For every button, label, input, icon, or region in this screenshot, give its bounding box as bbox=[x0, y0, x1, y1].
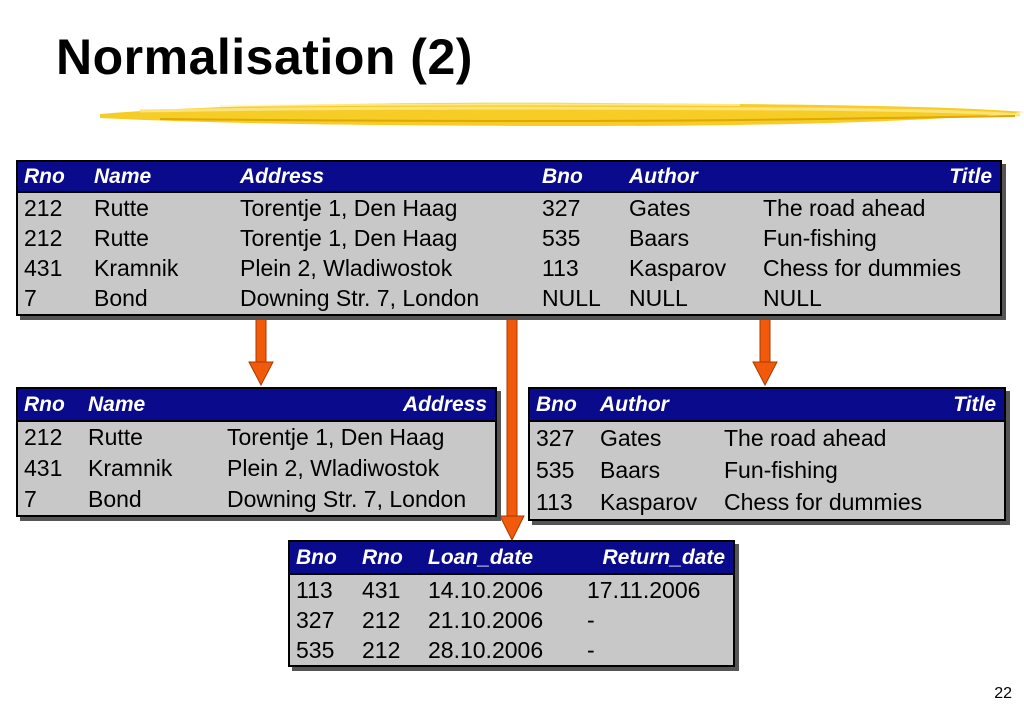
arrow-to-readers bbox=[248, 315, 274, 387]
arrow-to-books bbox=[752, 315, 778, 387]
original-table: Rno Name Address Bno Author Title 212 Ru… bbox=[16, 160, 1002, 316]
col-header: Title bbox=[757, 162, 1000, 193]
cell: 535 bbox=[542, 224, 581, 251]
table-row: 7 Bond Downing Str. 7, London bbox=[18, 484, 495, 515]
cell: 113 bbox=[536, 489, 573, 516]
table-row: 431 Kramnik Plein 2, Wladiwostok bbox=[18, 453, 495, 484]
cell: Rutte bbox=[94, 194, 149, 221]
cell: 431 bbox=[24, 455, 63, 482]
col-header: Return_date bbox=[581, 542, 733, 575]
col-header: Name bbox=[82, 389, 221, 422]
table-row: 327 Gates The road ahead bbox=[530, 421, 1004, 454]
col-header: Name bbox=[88, 162, 234, 193]
slide-title: Normalisation (2) bbox=[56, 29, 473, 85]
cell: Kramnik bbox=[88, 455, 173, 482]
cell: 17.11.2006 bbox=[587, 576, 701, 603]
cell: 113 bbox=[542, 255, 579, 282]
cell: 212 bbox=[24, 424, 63, 451]
loans-table: Bno Rno Loan_date Return_date 113 431 14… bbox=[288, 540, 735, 667]
table-row: 113 431 14.10.2006 17.11.2006 bbox=[290, 574, 733, 605]
cell: 7 bbox=[24, 285, 37, 312]
col-header: Address bbox=[221, 389, 495, 422]
cell: NULL bbox=[763, 285, 822, 312]
table-row: 431 Kramnik Plein 2, Wladiwostok 113 Kas… bbox=[18, 254, 1000, 284]
table-row: 535 212 28.10.2006 - bbox=[290, 635, 733, 665]
books-table: Bno Author Title 327 Gates The road ahea… bbox=[528, 387, 1006, 521]
table-row: 7 Bond Downing Str. 7, London NULL NULL … bbox=[18, 284, 1000, 314]
cell: 212 bbox=[362, 606, 401, 633]
cell: 113 bbox=[296, 576, 333, 603]
cell: Fun-fishing bbox=[724, 457, 838, 484]
col-header: Bno bbox=[536, 162, 623, 193]
table-row: 535 Baars Fun-fishing bbox=[530, 454, 1004, 486]
highlighter-stroke bbox=[100, 102, 1024, 126]
cell: Gates bbox=[600, 424, 662, 451]
cell: Rutte bbox=[88, 424, 143, 451]
cell: Kasparov bbox=[600, 489, 698, 516]
cell: Torentje 1, Den Haag bbox=[240, 224, 458, 251]
col-header: Bno bbox=[530, 389, 594, 422]
cell: Chess for dummies bbox=[724, 489, 923, 516]
cell: - bbox=[587, 636, 595, 663]
cell: 535 bbox=[296, 636, 335, 663]
cell: Kasparov bbox=[629, 255, 727, 282]
table-row: 327 212 21.10.2006 - bbox=[290, 605, 733, 635]
cell: 212 bbox=[24, 224, 63, 251]
cell: The road ahead bbox=[724, 424, 887, 451]
cell: 327 bbox=[536, 424, 575, 451]
cell: - bbox=[587, 606, 595, 633]
cell: 535 bbox=[536, 457, 575, 484]
cell: Baars bbox=[600, 457, 661, 484]
cell: NULL bbox=[629, 285, 688, 312]
cell: Fun-fishing bbox=[763, 224, 877, 251]
table-row: 212 Rutte Torentje 1, Den Haag 327 Gates… bbox=[18, 192, 1000, 223]
arrow-to-loans bbox=[499, 315, 525, 542]
col-header: Rno bbox=[356, 542, 422, 575]
cell: Torentje 1, Den Haag bbox=[240, 194, 458, 221]
page-number: 22 bbox=[994, 685, 1012, 702]
readers-table: Rno Name Address 212 Rutte Torentje 1, D… bbox=[16, 387, 497, 517]
col-header: Author bbox=[623, 162, 757, 193]
cell: Kramnik bbox=[94, 255, 179, 282]
cell: Chess for dummies bbox=[763, 255, 962, 282]
cell: Downing Str. 7, London bbox=[240, 285, 480, 312]
cell: 21.10.2006 bbox=[428, 606, 544, 633]
cell: Bond bbox=[88, 486, 142, 513]
cell: 14.10.2006 bbox=[428, 576, 544, 603]
col-header: Bno bbox=[290, 542, 356, 575]
cell: 7 bbox=[24, 486, 37, 513]
col-header: Address bbox=[234, 162, 536, 193]
cell: NULL bbox=[542, 285, 601, 312]
col-header: Rno bbox=[18, 162, 88, 193]
col-header: Rno bbox=[18, 389, 82, 422]
cell: Gates bbox=[629, 194, 691, 221]
cell: 431 bbox=[362, 576, 401, 603]
table-row: 212 Rutte Torentje 1, Den Haag bbox=[18, 421, 495, 453]
table-row: 212 Rutte Torentje 1, Den Haag 535 Baars… bbox=[18, 223, 1000, 253]
cell: Rutte bbox=[94, 224, 149, 251]
col-header: Loan_date bbox=[422, 542, 581, 575]
cell: 327 bbox=[542, 194, 581, 221]
cell: Torentje 1, Den Haag bbox=[227, 424, 445, 451]
cell: 28.10.2006 bbox=[428, 636, 544, 663]
cell: 327 bbox=[296, 606, 335, 633]
cell: 212 bbox=[362, 636, 401, 663]
cell: Downing Str. 7, London bbox=[227, 486, 467, 513]
cell: Bond bbox=[94, 285, 148, 312]
col-header: Author bbox=[594, 389, 718, 422]
table-row: 113 Kasparov Chess for dummies bbox=[530, 487, 1004, 519]
cell: 431 bbox=[24, 255, 63, 282]
cell: Plein 2, Wladiwostok bbox=[227, 455, 440, 482]
cell: 212 bbox=[24, 194, 63, 221]
cell: The road ahead bbox=[763, 194, 926, 221]
cell: Baars bbox=[629, 224, 690, 251]
cell: Plein 2, Wladiwostok bbox=[240, 255, 453, 282]
col-header: Title bbox=[718, 389, 1004, 422]
